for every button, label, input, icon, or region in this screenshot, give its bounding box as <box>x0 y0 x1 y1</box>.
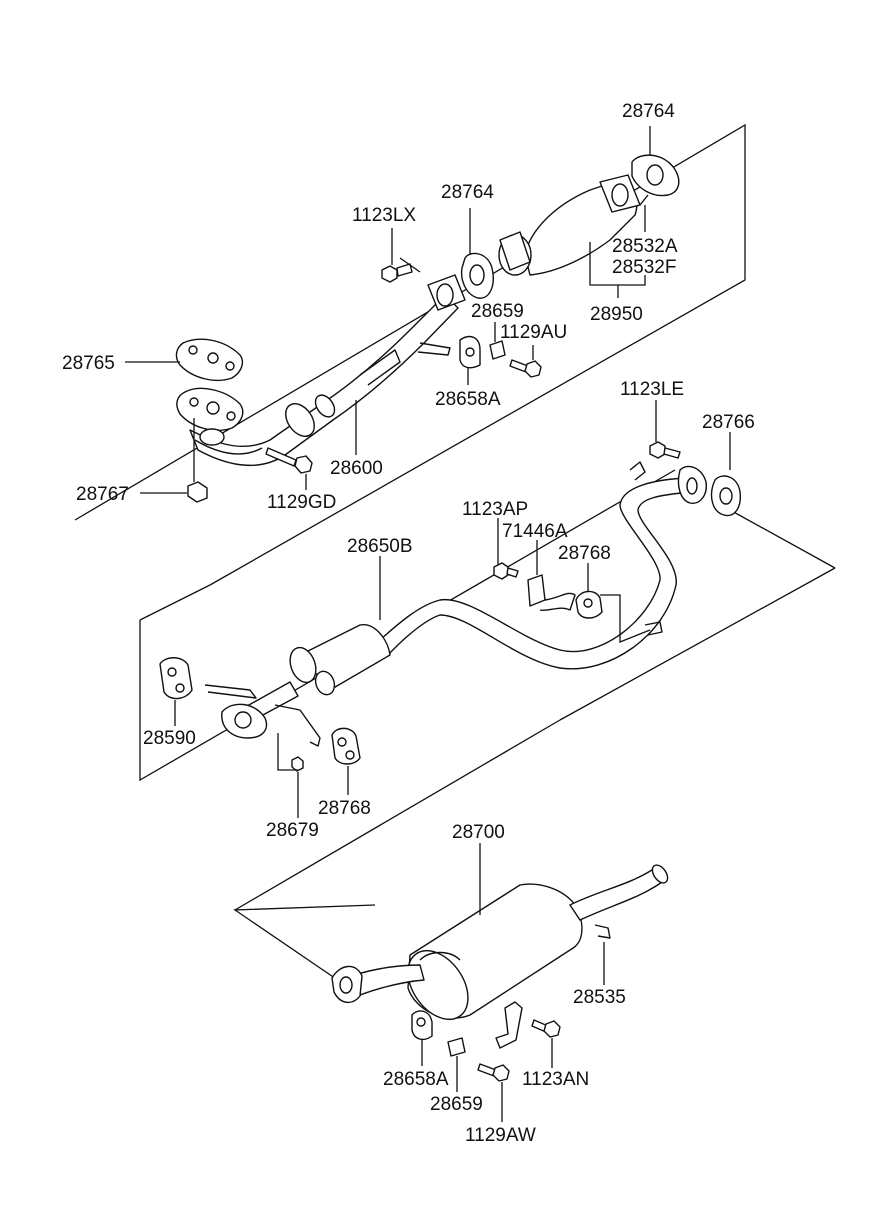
front-pipe-28600[interactable] <box>189 274 466 467</box>
label-28532F: 28532F <box>612 257 676 278</box>
label-1123AP: 1123AP <box>462 499 528 520</box>
label-28650B: 28650B <box>347 536 413 557</box>
label-28679: 28679 <box>266 820 319 841</box>
bolt-1129AW[interactable] <box>477 1063 510 1082</box>
label-1129AW: 1129AW <box>465 1125 536 1146</box>
catalytic-converter-28950[interactable] <box>498 174 649 276</box>
label-28532A: 28532A <box>612 236 678 257</box>
rubber-hanger-28658A-top[interactable] <box>459 335 481 369</box>
bracket-hanger-bottom[interactable] <box>495 1001 523 1049</box>
bushing-28659-bottom[interactable] <box>447 1037 466 1057</box>
label-28764-top: 28764 <box>622 101 675 122</box>
label-28659-top: 28659 <box>471 301 524 322</box>
label-1123LE: 1123LE <box>620 379 684 400</box>
nut-28767[interactable] <box>187 481 208 503</box>
label-28766: 28766 <box>702 412 755 433</box>
label-28768-right: 28768 <box>558 543 611 564</box>
label-28590: 28590 <box>143 728 196 749</box>
manifold-gasket-28765[interactable] <box>175 338 244 382</box>
hanger-28768-left[interactable] <box>331 727 361 765</box>
manifold-flange[interactable] <box>176 387 244 446</box>
bolt-1129AU[interactable] <box>509 359 542 378</box>
label-28950: 28950 <box>590 304 643 325</box>
gasket-28764-mid[interactable] <box>460 252 494 299</box>
center-pipe-28650B[interactable] <box>204 461 707 747</box>
bolt-1123AP[interactable] <box>493 562 519 580</box>
label-28658A-bottom: 28658A <box>383 1069 449 1090</box>
label-28600: 28600 <box>330 458 383 479</box>
label-28535: 28535 <box>573 987 626 1008</box>
hanger-28768-right[interactable] <box>575 590 603 619</box>
gasket-28764-top[interactable] <box>631 154 680 197</box>
label-28768-left: 28768 <box>318 798 371 819</box>
part-labels: 28764 28764 1123LX 28532A 28532F 28950 2… <box>62 101 755 1146</box>
bolt-1123LE[interactable] <box>649 441 681 459</box>
label-28767: 28767 <box>76 484 129 505</box>
bushing-28659-top[interactable] <box>489 340 506 360</box>
bolt-1123LX[interactable] <box>381 263 413 283</box>
hanger-28658A-bottom[interactable] <box>411 1010 433 1041</box>
label-1129GD: 1129GD <box>267 492 336 513</box>
label-28764-mid: 28764 <box>441 182 494 203</box>
label-28765: 28765 <box>62 353 115 374</box>
nut-28679[interactable] <box>291 756 304 772</box>
leader-lines <box>125 126 731 1122</box>
label-28659-bottom: 28659 <box>430 1094 483 1115</box>
rear-muffler-28700[interactable] <box>331 862 671 1030</box>
label-1123LX: 1123LX <box>352 205 416 226</box>
label-71446A: 71446A <box>502 521 568 542</box>
label-1129AU: 1129AU <box>500 322 567 343</box>
gasket-28766[interactable] <box>710 475 741 517</box>
hanger-28590[interactable] <box>159 657 193 700</box>
label-28658A-top: 28658A <box>435 389 501 410</box>
bracket-71446A[interactable] <box>527 574 576 612</box>
label-28700: 28700 <box>452 822 505 843</box>
bolt-1129GD[interactable] <box>265 447 313 474</box>
label-1123AN: 1123AN <box>522 1069 589 1090</box>
section-outlines <box>74 123 836 986</box>
bolt-1123AN[interactable] <box>531 1019 561 1038</box>
